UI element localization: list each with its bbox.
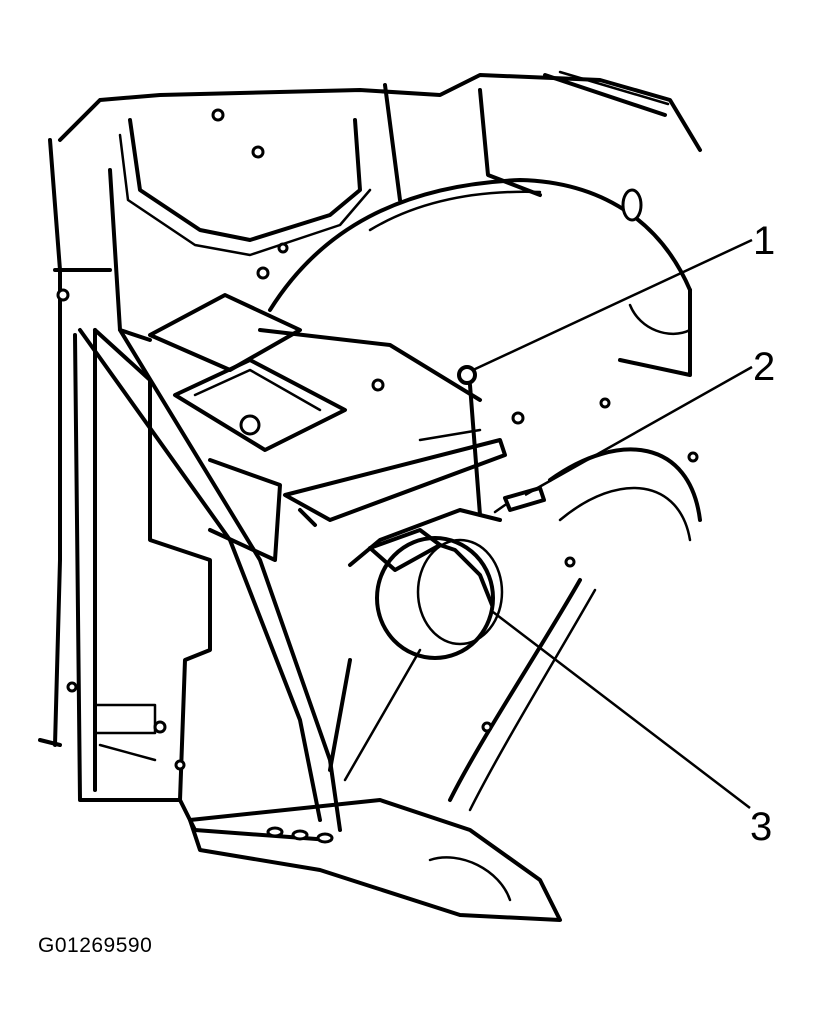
upper-panel: [58, 70, 702, 257]
callout-2: 2: [753, 345, 775, 389]
bracket-tray: [148, 293, 507, 567]
a-pillar: [38, 138, 212, 802]
horn: [368, 528, 504, 660]
leader-lines: [472, 238, 753, 809]
callout-3: 3: [750, 805, 772, 849]
leader-line-3: [492, 611, 751, 809]
callout-1: 1: [753, 219, 775, 263]
figure-id: G01269590: [38, 934, 153, 957]
leader-line-2: [524, 365, 753, 497]
panel-holes: [56, 108, 699, 771]
leader-line-1: [472, 238, 753, 372]
bolt: [457, 365, 482, 517]
sill: [188, 798, 562, 922]
wheelhouse: [268, 178, 692, 377]
electrical-connector: [493, 486, 546, 514]
fender-inner: [328, 447, 702, 812]
